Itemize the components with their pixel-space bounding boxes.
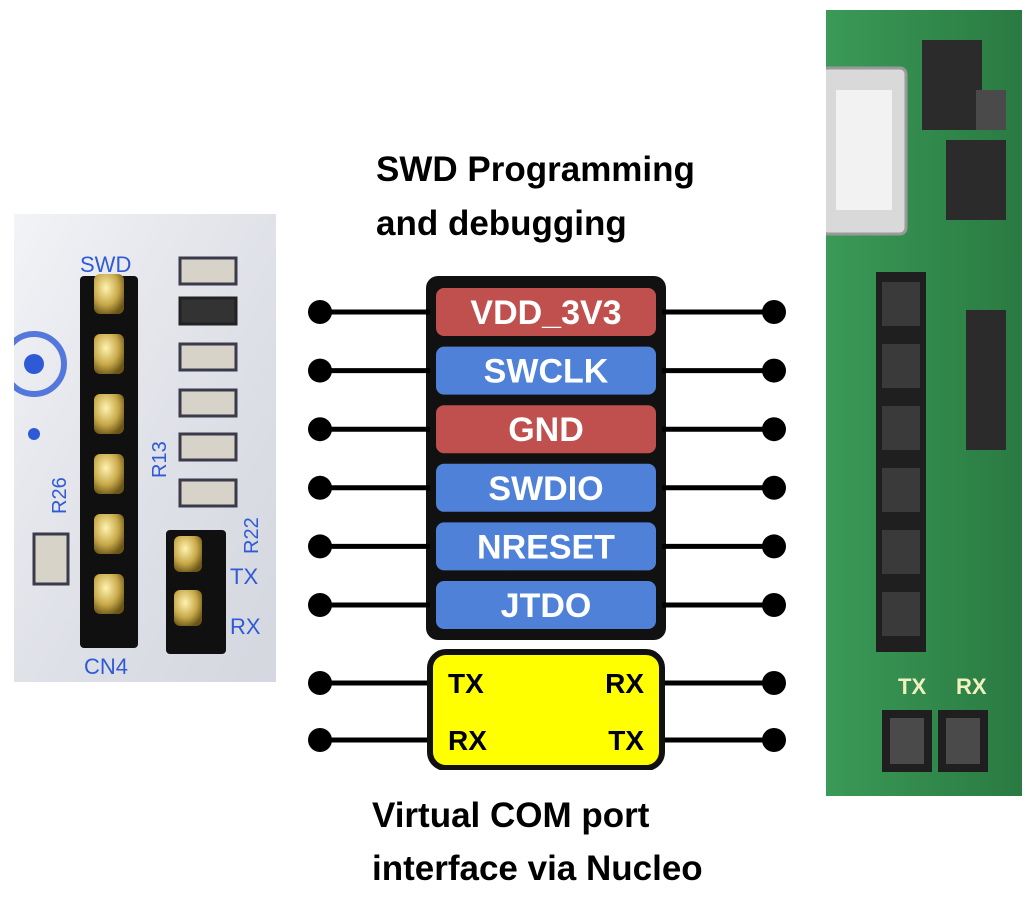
pin-dot-left bbox=[308, 358, 332, 383]
swd-pin-box bbox=[436, 288, 656, 336]
label-tx: TX bbox=[230, 564, 258, 589]
label-r22: R22 bbox=[241, 517, 263, 554]
swd-pin-box bbox=[436, 346, 656, 395]
swd-pin-box bbox=[436, 405, 656, 454]
pin-dot-right bbox=[762, 358, 786, 383]
pin-dot-right bbox=[762, 728, 786, 752]
swd-pin-box bbox=[436, 581, 656, 629]
uart-left-label: TX bbox=[448, 668, 484, 699]
swd-pin-label: NRESET bbox=[477, 528, 615, 566]
swd-pin-label: GND bbox=[508, 411, 584, 449]
label-rx: RX bbox=[230, 614, 261, 639]
label-cn4: CN4 bbox=[84, 654, 128, 679]
swd-pin-label: SWCLK bbox=[484, 353, 609, 391]
uart-right-label: TX bbox=[608, 725, 644, 756]
swd-pin-box bbox=[436, 463, 656, 512]
smd-components bbox=[32, 256, 238, 586]
swd-pin-label: JTDO bbox=[501, 587, 592, 625]
uart-right-label: RX bbox=[605, 668, 644, 699]
label-r26: R26 bbox=[49, 477, 71, 514]
uart-block bbox=[427, 649, 665, 770]
label-swd: SWD bbox=[80, 252, 131, 277]
pin-dot-left bbox=[308, 593, 332, 617]
pin-dot-right bbox=[762, 534, 786, 559]
swd-header-pins bbox=[94, 274, 124, 614]
pin-dot-left bbox=[308, 671, 332, 695]
nucleo-board-photo: SWD CN4 TX RX R13 R26 R22 bbox=[14, 214, 276, 682]
pin-dot-right bbox=[762, 300, 786, 324]
label-target-tx: TX bbox=[898, 674, 926, 699]
pin-dot-left bbox=[308, 300, 332, 324]
swd-pin-label: SWDIO bbox=[488, 470, 603, 508]
caption-line2: interface via Nucleo bbox=[372, 849, 703, 888]
pin-dot-left bbox=[308, 534, 332, 559]
target-header-pins bbox=[876, 272, 926, 652]
target-board-photo: TX RX bbox=[826, 10, 1022, 796]
pin-dot-right bbox=[762, 593, 786, 617]
swd-pin-label: VDD_3V3 bbox=[470, 294, 621, 332]
pin-dot-left bbox=[308, 475, 332, 500]
uart-left-label: RX bbox=[448, 725, 487, 756]
pin-dot-right bbox=[762, 417, 786, 442]
pin-dot-left bbox=[308, 728, 332, 752]
pin-dot-right bbox=[762, 671, 786, 695]
pin-dot-left bbox=[308, 417, 332, 442]
diagram-title-line1: SWD Programming bbox=[376, 150, 695, 189]
label-target-rx: RX bbox=[956, 674, 987, 699]
swd-pin-box bbox=[436, 522, 656, 571]
caption-line1: Virtual COM port bbox=[372, 796, 650, 835]
label-r13: R13 bbox=[149, 441, 171, 478]
diagram-title-line2: and debugging bbox=[376, 204, 627, 243]
pin-dot-right bbox=[762, 475, 786, 500]
